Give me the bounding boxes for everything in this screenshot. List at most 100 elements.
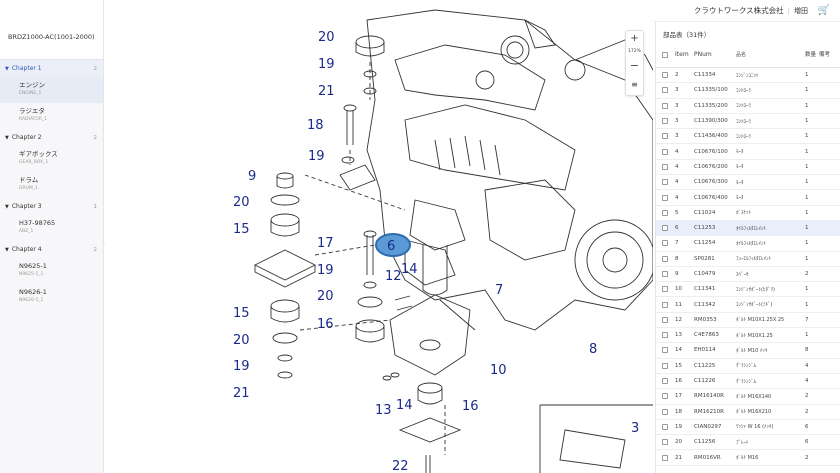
callout-16[interactable]: 16 — [317, 317, 334, 332]
row-checkbox[interactable] — [662, 148, 668, 155]
row-check-cell[interactable] — [656, 225, 674, 232]
callout-7[interactable]: 7 — [495, 283, 503, 298]
callout-10[interactable]: 10 — [490, 363, 507, 378]
callout-19[interactable]: 19 — [233, 359, 250, 374]
sidebar-item-gearbox[interactable]: ギアボックス GEAR_BOX_1 — [0, 146, 103, 172]
row-check-cell[interactable] — [656, 378, 674, 385]
callout-21[interactable]: 21 — [318, 84, 335, 99]
chapter-4-toggle[interactable]: ▼ Chapter 4 2 — [0, 241, 103, 258]
row-checkbox[interactable] — [662, 439, 668, 446]
bom-panel-handle[interactable]: › — [650, 240, 653, 248]
callout-20[interactable]: 20 — [233, 195, 250, 210]
row-checkbox[interactable] — [662, 286, 668, 293]
callout-12[interactable]: 12 — [385, 269, 402, 284]
row-checkbox[interactable] — [662, 72, 668, 79]
row-check-cell[interactable] — [656, 347, 674, 354]
callout-20[interactable]: 20 — [233, 333, 250, 348]
row-checkbox[interactable] — [662, 362, 668, 369]
callout-20[interactable]: 20 — [317, 289, 334, 304]
callout-17[interactable]: 17 — [317, 236, 334, 251]
row-checkbox[interactable] — [662, 133, 668, 140]
row-checkbox[interactable] — [662, 163, 668, 170]
col-name[interactable]: 品名 — [736, 52, 747, 58]
row-checkbox[interactable] — [662, 408, 668, 415]
callout-16[interactable]: 16 — [462, 399, 479, 414]
callout-18[interactable]: 18 — [307, 118, 324, 133]
callout-21[interactable]: 21 — [233, 386, 250, 401]
sidebar-item-h37[interactable]: H37-98765 ABZ_1 — [0, 215, 103, 241]
callout-9[interactable]: 9 — [248, 169, 256, 184]
sidebar-item-n9626[interactable]: N9626-1 N9626-1_1 — [0, 284, 103, 310]
selected-callout-marker[interactable] — [375, 233, 411, 257]
row-checkbox[interactable] — [662, 301, 668, 308]
col-pnum[interactable]: PNum — [694, 51, 712, 58]
col-item[interactable]: Item — [675, 51, 689, 58]
callout-15[interactable]: 15 — [233, 306, 250, 321]
sidebar-item-radiator[interactable]: ラジエタ RADIATOR_1 — [0, 103, 103, 129]
row-checkbox[interactable] — [662, 118, 668, 125]
row-checkbox[interactable] — [662, 255, 668, 262]
row-check-cell[interactable] — [656, 118, 674, 125]
select-all-checkbox[interactable] — [662, 51, 668, 58]
row-checkbox[interactable] — [662, 347, 668, 354]
row-checkbox[interactable] — [662, 225, 668, 232]
zoom-in-button[interactable]: + — [630, 33, 639, 44]
row-check-cell[interactable] — [656, 393, 674, 400]
row-check-cell[interactable] — [656, 423, 674, 430]
row-check-cell[interactable] — [656, 240, 674, 247]
row-checkbox[interactable] — [662, 454, 668, 461]
row-check-cell[interactable] — [656, 255, 674, 262]
callout-3[interactable]: 3 — [631, 421, 639, 436]
callout-14[interactable]: 14 — [401, 262, 418, 277]
callout-14[interactable]: 14 — [396, 398, 413, 413]
chapter-1-toggle[interactable]: ▼ Chapter 1 2 — [0, 60, 103, 77]
row-check-cell[interactable] — [656, 133, 674, 140]
select-all-cell[interactable] — [656, 51, 674, 58]
sidebar-item-engine[interactable]: エンジン ENGINE_1 — [0, 77, 103, 103]
chapter-2-toggle[interactable]: ▼ Chapter 2 2 — [0, 129, 103, 146]
row-checkbox[interactable] — [662, 393, 668, 400]
row-check-cell[interactable] — [656, 194, 674, 201]
row-check-cell[interactable] — [656, 271, 674, 277]
row-check-cell[interactable] — [656, 301, 674, 308]
row-check-cell[interactable] — [656, 72, 674, 79]
row-check-cell[interactable] — [656, 362, 674, 369]
row-check-cell[interactable] — [656, 102, 674, 109]
callout-6-selected[interactable]: 6 — [387, 239, 395, 254]
callout-8[interactable]: 8 — [589, 342, 597, 357]
row-check-cell[interactable] — [656, 87, 674, 94]
exploded-diagram-viewer[interactable]: 20 19 21 18 19 9 20 15 17 14 19 12 7 20 … — [105, 0, 653, 473]
row-check-cell[interactable] — [656, 439, 674, 446]
row-checkbox[interactable] — [662, 240, 668, 247]
row-checkbox[interactable] — [662, 209, 668, 216]
cart-icon[interactable]: 🛒 — [817, 5, 830, 16]
row-checkbox[interactable] — [662, 194, 668, 201]
sidebar-item-drum[interactable]: ドラム DRUM_1 — [0, 172, 103, 198]
callout-19[interactable]: 19 — [317, 263, 334, 278]
row-check-cell[interactable] — [656, 179, 674, 186]
sidebar-item-n9625[interactable]: N9625-1 N9625-1_1 — [0, 258, 103, 284]
row-check-cell[interactable] — [656, 286, 674, 293]
row-check-cell[interactable] — [656, 408, 674, 415]
row-checkbox[interactable] — [662, 423, 668, 430]
